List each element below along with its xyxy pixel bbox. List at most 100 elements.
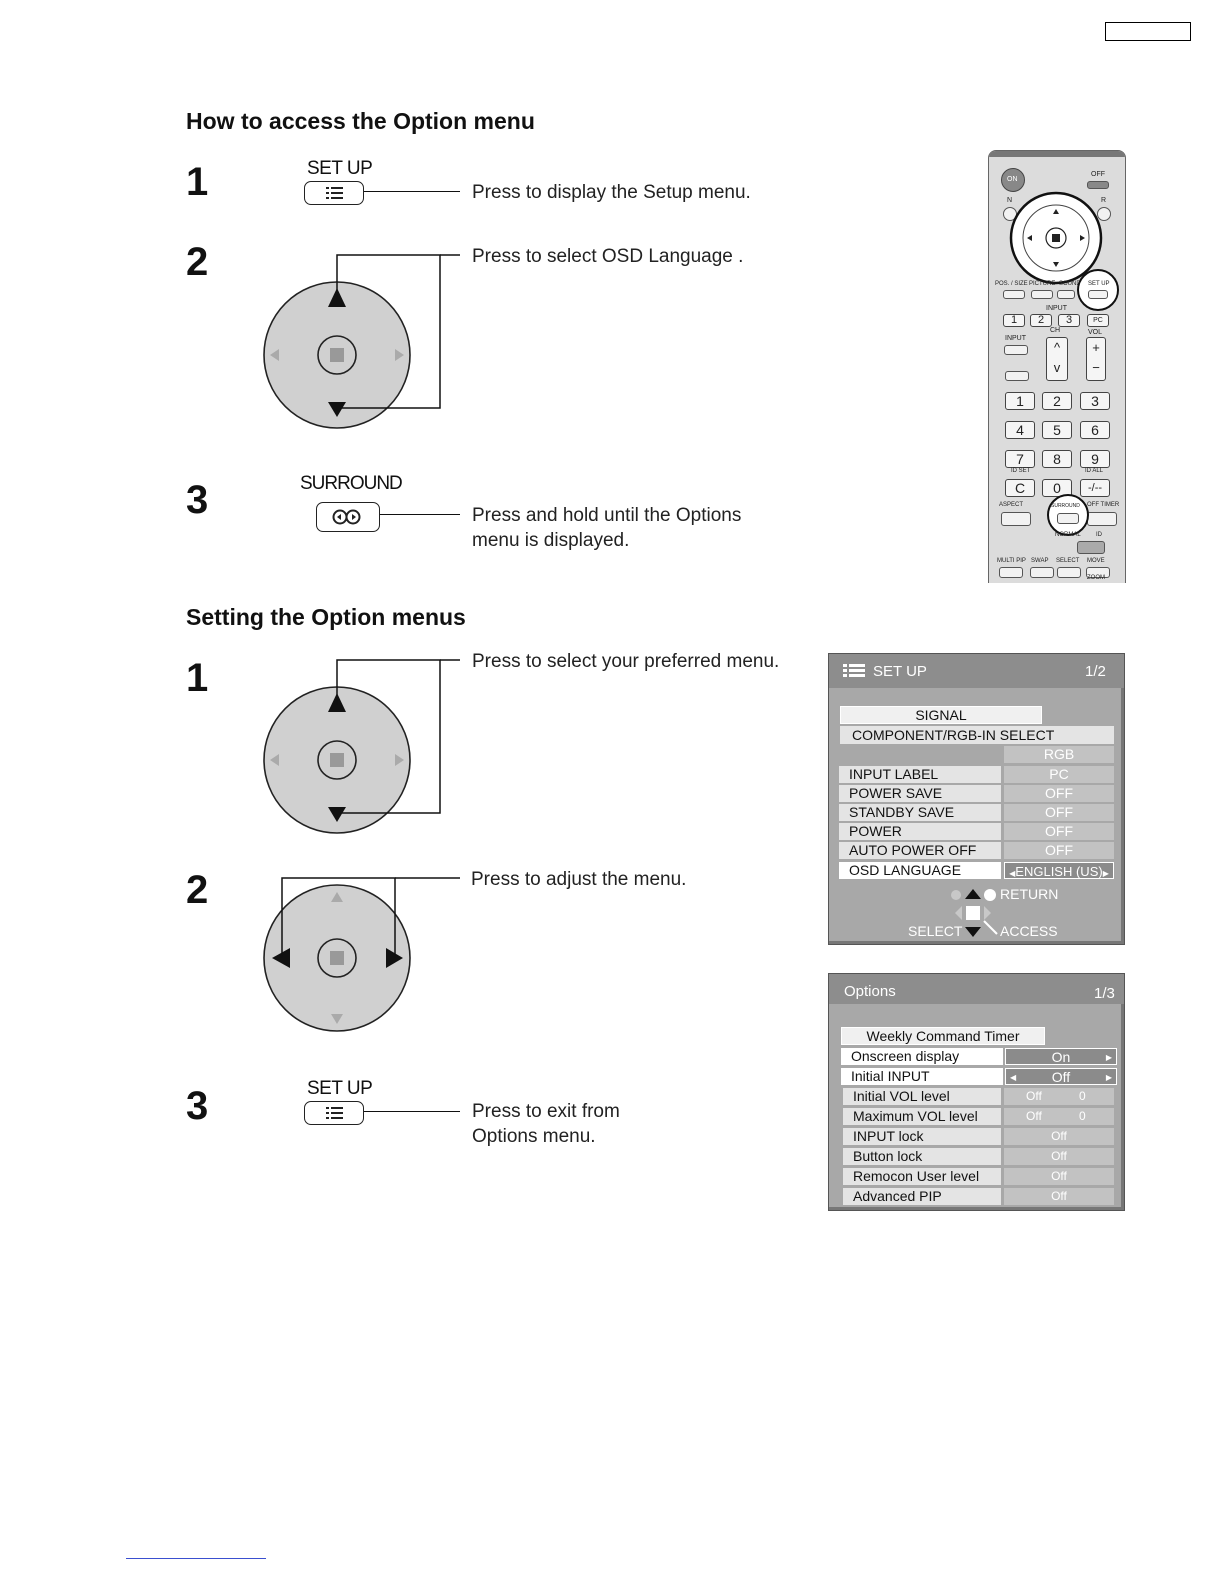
input-2-key: 2 bbox=[1030, 314, 1052, 327]
menu-row-value-box: ◀ENGLISH (US)▶ bbox=[1004, 862, 1114, 879]
step-text-line2: menu is displayed. bbox=[472, 530, 630, 551]
menu-list-icon bbox=[326, 187, 343, 199]
section1-heading: How to access the Option menu bbox=[186, 108, 535, 134]
options-row-label: Button lock bbox=[843, 1148, 1001, 1165]
options-row-value-box: Off 0 bbox=[1004, 1108, 1114, 1125]
menu-row-power-save[interactable]: POWER SAVE OFF bbox=[839, 785, 1115, 802]
surround-button[interactable] bbox=[316, 502, 380, 532]
surround-button-label: SURROUND bbox=[300, 473, 403, 494]
menu-row-label: POWER MANAGEMENT bbox=[839, 823, 1001, 856]
options-row-value: On bbox=[1051, 1049, 1071, 1065]
signal-item[interactable]: SIGNAL bbox=[840, 706, 1042, 724]
leader-line bbox=[364, 191, 460, 192]
page-number-box bbox=[1105, 22, 1191, 41]
pos-size-label: POS. / SIZE bbox=[995, 281, 1028, 287]
step-text-line1: Press and hold until the Options bbox=[472, 505, 742, 526]
on-label: ON bbox=[1007, 176, 1018, 183]
options-row-onscreen-display[interactable]: Onscreen display On ▶ bbox=[841, 1048, 1119, 1065]
id-label: ID bbox=[1096, 532, 1102, 538]
key-5: 5 bbox=[1042, 421, 1072, 439]
id-all-label: ID ALL bbox=[1085, 468, 1104, 474]
section2-heading: Setting the Option menus bbox=[186, 604, 466, 630]
remote-control: ON OFF N R POS. / SIZE PICTURE SOUND SET… bbox=[988, 150, 1126, 583]
options-row-value-box: On ▶ bbox=[1005, 1048, 1117, 1065]
key-4: 4 bbox=[1005, 421, 1035, 439]
options-row-label: Advanced PIP bbox=[843, 1188, 1001, 1205]
options-row-remocon-user-level[interactable]: Remocon User level Off bbox=[843, 1168, 1121, 1185]
options-row-initial-vol[interactable]: Initial VOL level Off 0 bbox=[843, 1088, 1121, 1105]
left-arrow-icon: ◀ bbox=[1009, 869, 1016, 878]
key-7: 7 bbox=[1005, 450, 1035, 468]
aspect-label: ASPECT bbox=[999, 502, 1024, 508]
select-label: SELECT bbox=[908, 923, 963, 939]
options-row-maximum-vol[interactable]: Maximum VOL level Off 0 bbox=[843, 1108, 1121, 1125]
cursor-pad-up-down[interactable] bbox=[260, 655, 470, 835]
id-set-label: ID SET bbox=[1011, 468, 1031, 474]
menu-row-osd-language[interactable]: OSD LANGUAGE ◀ENGLISH (US)▶ bbox=[839, 862, 1115, 879]
footer-link-line bbox=[126, 1558, 266, 1559]
setup-button[interactable] bbox=[304, 1101, 364, 1125]
menu-row-value: OFF bbox=[1004, 785, 1114, 802]
remote-surround-label: SURROUND bbox=[1051, 503, 1080, 509]
key-8: 8 bbox=[1042, 450, 1072, 468]
options-row-value-box: Off 0 bbox=[1004, 1088, 1114, 1105]
setup-button[interactable] bbox=[304, 181, 364, 205]
picture-label: PICTURE bbox=[1029, 281, 1056, 287]
options-row-label: Initial INPUT bbox=[841, 1068, 1003, 1085]
left-arrow-icon: ◀ bbox=[1010, 1073, 1017, 1082]
setup-button-label: SET UP bbox=[307, 158, 373, 179]
step-number: 2 bbox=[186, 240, 209, 284]
options-row-value-box: ◀ Off ▶ bbox=[1005, 1068, 1117, 1085]
options-row-value: Off bbox=[1004, 1188, 1114, 1205]
cursor-pad-left-right[interactable] bbox=[260, 872, 470, 1037]
options-row-label: Initial VOL level bbox=[843, 1088, 1001, 1105]
options-row-value: Off bbox=[1026, 1109, 1042, 1123]
key-c: C bbox=[1005, 479, 1035, 497]
menu-row-value: OFF bbox=[1004, 842, 1114, 859]
setup-menu-page: 1/2 bbox=[1085, 663, 1106, 680]
step-number: 2 bbox=[186, 868, 209, 912]
options-row-label: INPUT lock bbox=[843, 1128, 1001, 1145]
input-3-key: 3 bbox=[1058, 314, 1080, 327]
component-select-item[interactable]: COMPONENT/RGB-IN SELECT bbox=[840, 726, 1114, 744]
select-label: SELECT bbox=[1056, 558, 1080, 564]
leader-line bbox=[380, 514, 460, 515]
options-menu-page: 1/3 bbox=[1094, 985, 1115, 1002]
key-dash: -/-- bbox=[1080, 479, 1110, 497]
options-row-button-lock[interactable]: Button lock Off bbox=[843, 1148, 1121, 1165]
weekly-command-timer-item[interactable]: Weekly Command Timer bbox=[841, 1027, 1045, 1045]
setup-menu-title: SET UP bbox=[873, 663, 927, 680]
menu-row-power-management[interactable]: POWER MANAGEMENT OFF bbox=[839, 823, 1115, 856]
cursor-pad-up-down[interactable] bbox=[260, 250, 470, 435]
menu-row-label: STANDBY SAVE bbox=[839, 804, 1001, 821]
options-row-value: Off bbox=[1004, 1128, 1114, 1145]
key-9: 9 bbox=[1080, 450, 1110, 468]
menu-row-label: OSD LANGUAGE bbox=[839, 862, 1001, 879]
step-number: 3 bbox=[186, 1084, 209, 1128]
menu-list-icon bbox=[326, 1107, 343, 1119]
menu-row-standby-save[interactable]: STANDBY SAVE OFF bbox=[839, 804, 1115, 821]
normal-label: NORMAL bbox=[1055, 532, 1081, 538]
options-row-advanced-pip[interactable]: Advanced PIP Off bbox=[843, 1188, 1121, 1205]
options-row-initial-input[interactable]: Initial INPUT ◀ Off ▶ bbox=[841, 1068, 1119, 1085]
key-1: 1 bbox=[1005, 392, 1035, 410]
menu-row-label: INPUT LABEL bbox=[839, 766, 1001, 783]
swap-label: SWAP bbox=[1031, 558, 1049, 564]
step-number: 1 bbox=[186, 160, 209, 204]
input-1-key: 1 bbox=[1003, 314, 1025, 327]
setup-menu-screen: SET UP 1/2 SIGNAL COMPONENT/RGB-IN SELEC… bbox=[828, 653, 1125, 945]
menu-row-input-label[interactable]: INPUT LABEL PC bbox=[839, 766, 1115, 783]
key-6: 6 bbox=[1080, 421, 1110, 439]
options-row-value: Off bbox=[1004, 1168, 1114, 1185]
options-menu-title: Options bbox=[844, 983, 896, 1000]
options-row-input-lock[interactable]: INPUT lock Off bbox=[843, 1128, 1121, 1145]
navigation-pad-icon bbox=[951, 889, 998, 937]
options-row-value2: 0 bbox=[1079, 1109, 1086, 1123]
right-arrow-icon: ▶ bbox=[1102, 869, 1109, 878]
menu-row-auto-power-off[interactable]: AUTO POWER OFF OFF bbox=[839, 842, 1115, 859]
step-number: 1 bbox=[186, 656, 209, 700]
menu-row-label: AUTO POWER OFF bbox=[839, 842, 1001, 859]
options-row-value: Off bbox=[1051, 1069, 1071, 1085]
ch-label: CH bbox=[1050, 327, 1061, 334]
multi-pip-label: MULTI PIP bbox=[997, 558, 1026, 564]
